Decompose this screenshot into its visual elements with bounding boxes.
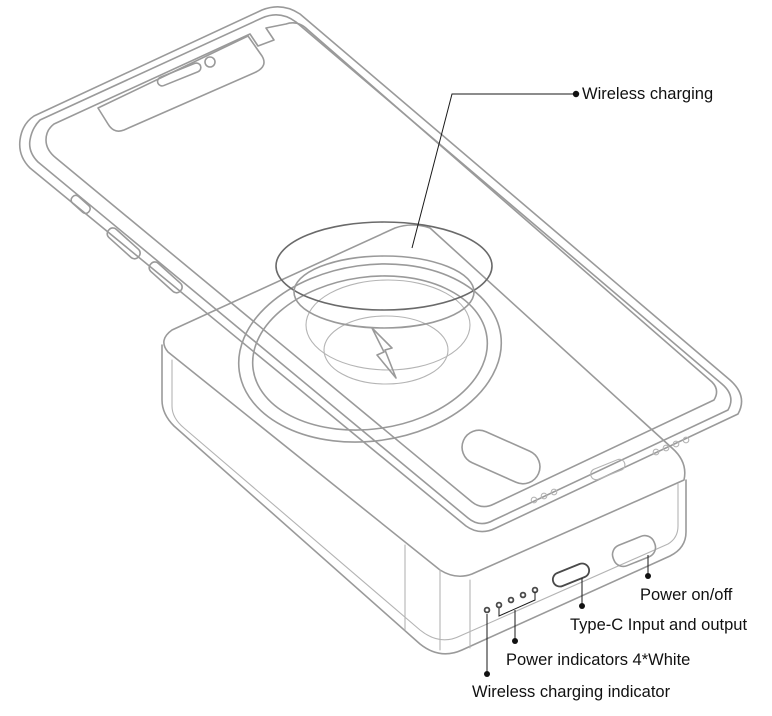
power-button xyxy=(611,534,657,568)
earpiece-speaker xyxy=(156,62,202,87)
type-c-label: Type-C Input and output xyxy=(570,616,748,634)
power-on-off-label: Power on/off xyxy=(640,586,733,604)
power-bank xyxy=(161,224,687,655)
mute-switch xyxy=(70,194,92,215)
wireless-indicator-light xyxy=(483,606,491,614)
phone-coil xyxy=(275,221,493,329)
volume-up-button xyxy=(106,227,141,260)
power-indicators-label: Power indicators 4*White xyxy=(506,651,691,669)
magnetic-ring xyxy=(237,263,503,443)
phone xyxy=(18,6,743,533)
wireless-charging-label: Wireless charging xyxy=(582,85,714,103)
lightning-bolt-icon xyxy=(371,327,397,379)
callout-leaders xyxy=(411,90,651,677)
magnet-pill xyxy=(461,429,541,485)
type-c-port xyxy=(551,562,591,588)
volume-down-button xyxy=(148,261,183,294)
wireless-indicator-label: Wireless charging indicator xyxy=(472,683,671,701)
phone-bottom-grille xyxy=(530,436,690,504)
front-camera xyxy=(204,56,216,68)
